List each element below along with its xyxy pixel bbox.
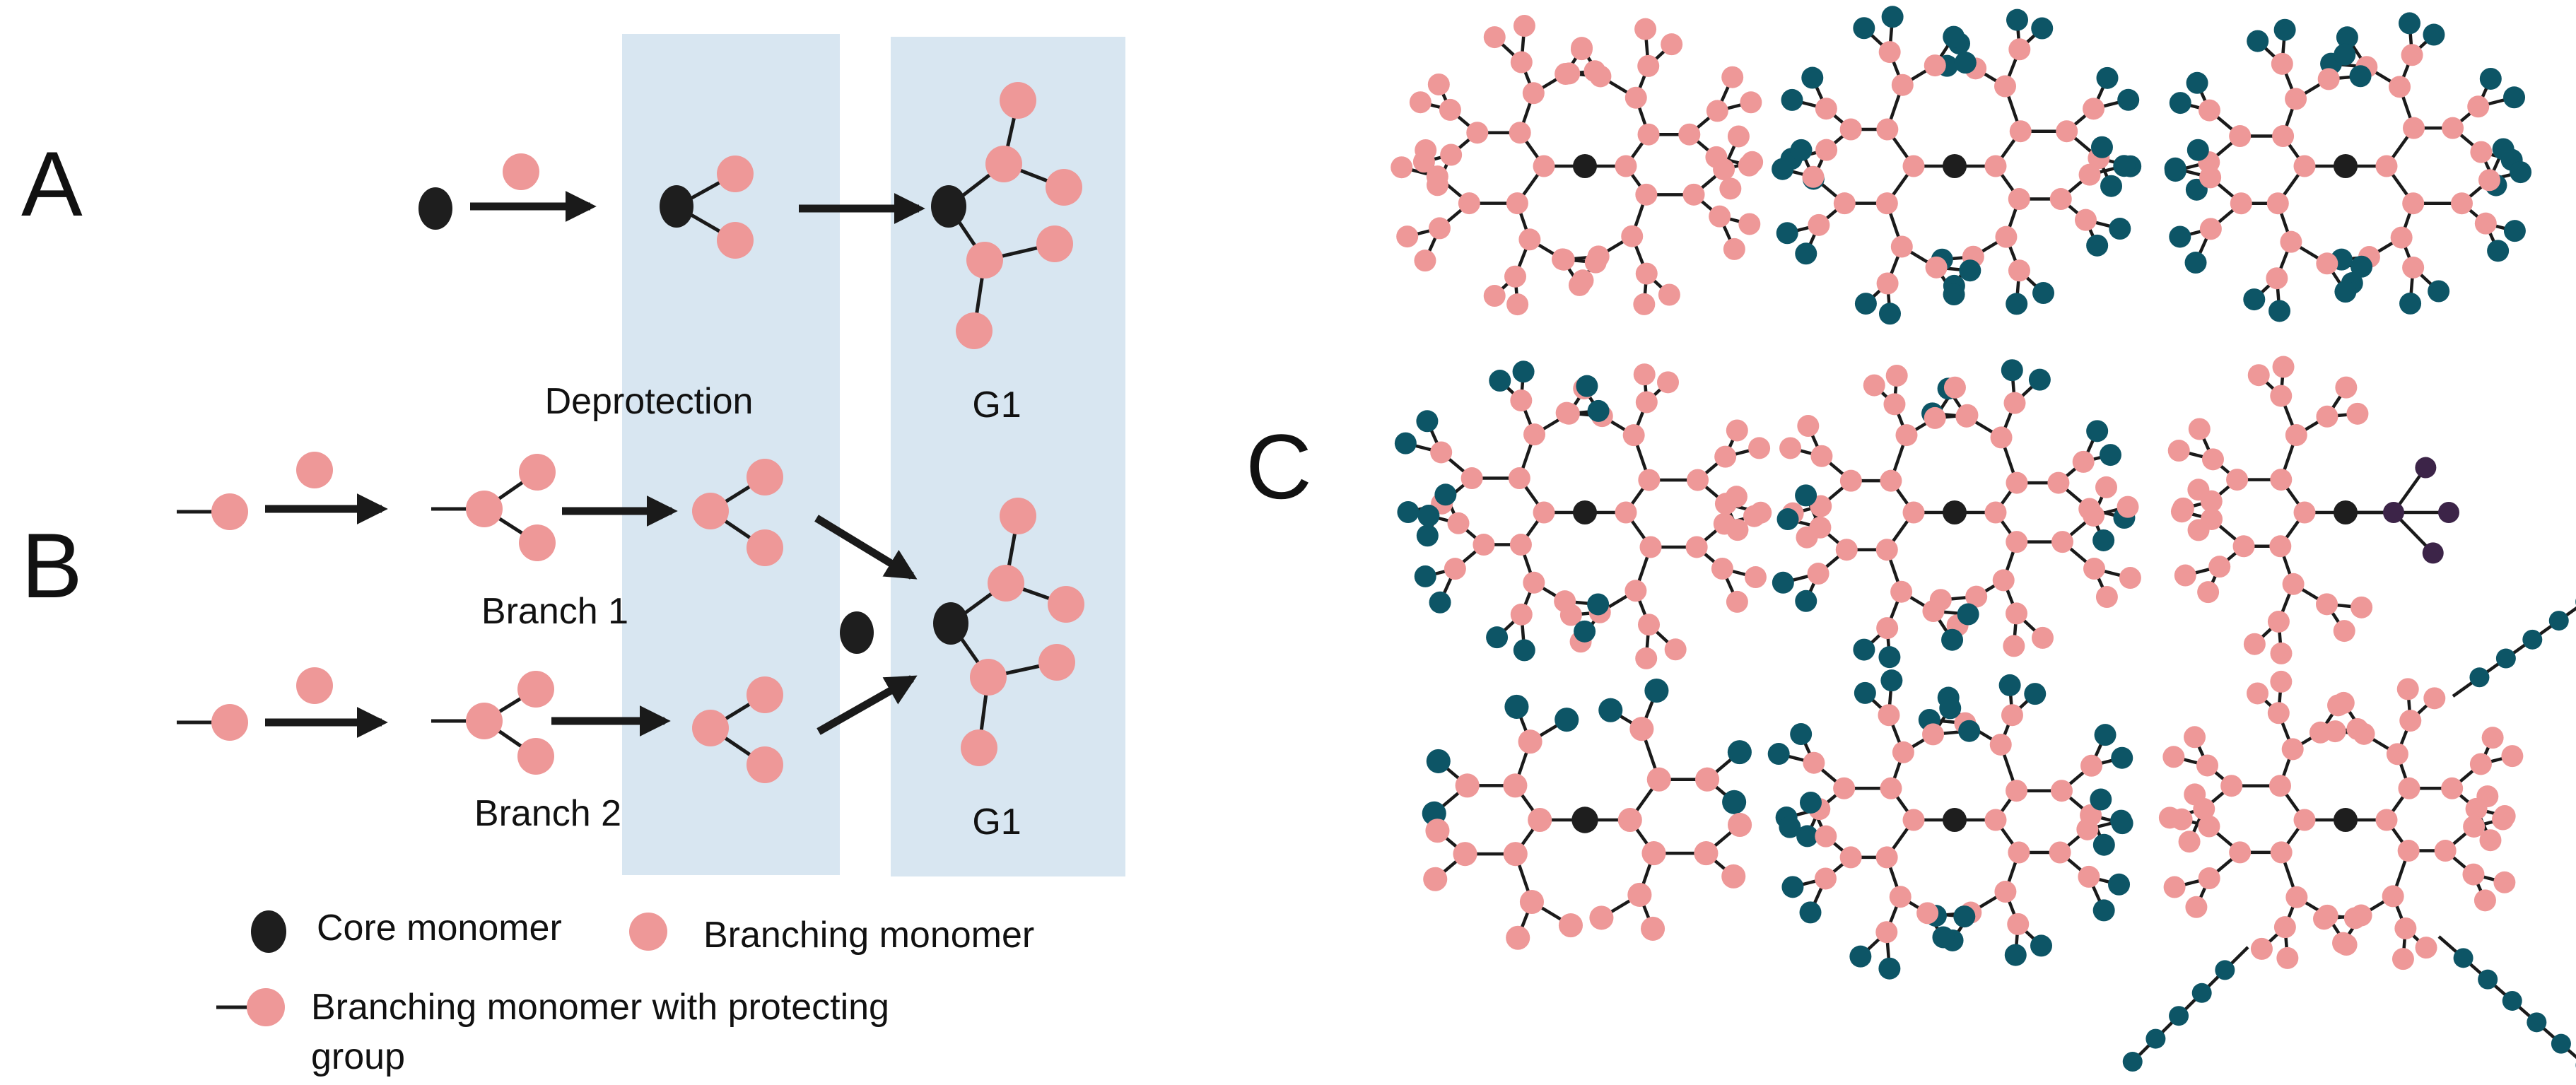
branching-monomer	[717, 156, 754, 192]
panel-b-scheme	[177, 452, 1084, 783]
branch1-label: Branch 1	[481, 591, 628, 632]
dendrimer	[1391, 15, 1764, 316]
g1-label-top: G1	[972, 385, 1021, 426]
panel-label-a: A	[21, 132, 83, 235]
legend: Core monomer Branching monomer Branching…	[216, 908, 1034, 1077]
arrow-diagonal-icon	[816, 675, 918, 735]
deprotection-label: Deprotection	[545, 381, 754, 422]
branching-monomer	[503, 153, 539, 190]
legend-core-label: Core monomer	[317, 908, 562, 949]
panel-c-dendrimer-grid	[1391, 6, 2576, 1072]
legend-protected-swatch	[247, 988, 285, 1026]
dendrimer	[2122, 598, 2576, 1072]
dendrimer	[2164, 12, 2532, 322]
dendrimer	[1772, 359, 2141, 669]
arrow-diagonal-icon	[814, 515, 918, 580]
core-monomer	[840, 611, 874, 654]
dendrimer	[2167, 356, 2459, 664]
legend-protected-label-cont: group	[311, 1036, 405, 1077]
core-monomer	[418, 187, 452, 230]
dendrimer	[1767, 669, 2133, 980]
dendrimer	[1422, 678, 1752, 950]
branch2-label: Branch 2	[474, 793, 621, 834]
core-monomer	[660, 185, 693, 228]
legend-core-swatch	[251, 910, 286, 953]
legend-branching-swatch	[629, 913, 667, 951]
panel-label-c: C	[1246, 415, 1312, 518]
g1-dendron-b	[933, 498, 1084, 766]
dendrimer	[1772, 6, 2142, 325]
g1-dendron-a	[931, 82, 1082, 349]
panel-a-scheme	[418, 82, 1082, 349]
dendrimer	[1394, 360, 1772, 669]
branching-monomer	[717, 222, 754, 259]
g1-label-bottom: G1	[972, 802, 1021, 843]
legend-branching-label: Branching monomer	[703, 915, 1034, 956]
panel-label-b: B	[21, 514, 83, 617]
legend-protected-label: Branching monomer with protecting	[311, 987, 889, 1028]
